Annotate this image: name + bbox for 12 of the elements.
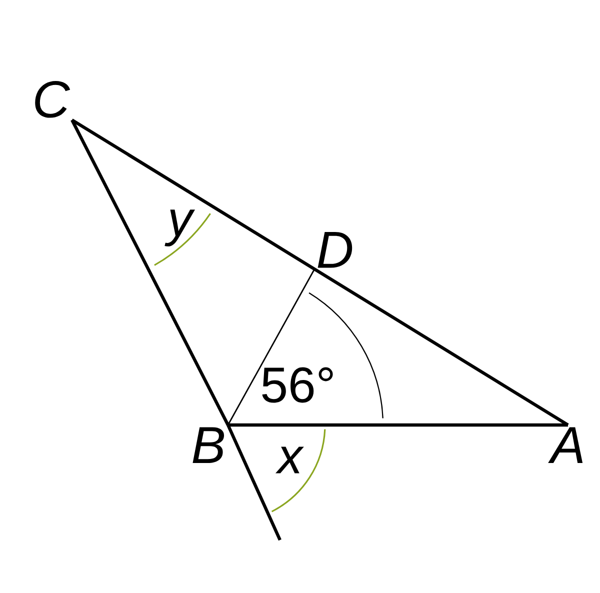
- point-label: A: [548, 427, 583, 463]
- point-label: B: [192, 427, 224, 463]
- point-label: D: [318, 232, 352, 268]
- line-segment: [70, 119, 230, 426]
- line-segment: [226, 424, 282, 541]
- angle-label: 56°: [262, 367, 333, 403]
- point-label: C: [35, 80, 70, 118]
- line-segment: [71, 118, 569, 426]
- line-segment: [227, 270, 315, 426]
- angle-label: y: [164, 210, 195, 246]
- angle-label: x: [276, 446, 304, 474]
- line-segment: [228, 423, 568, 427]
